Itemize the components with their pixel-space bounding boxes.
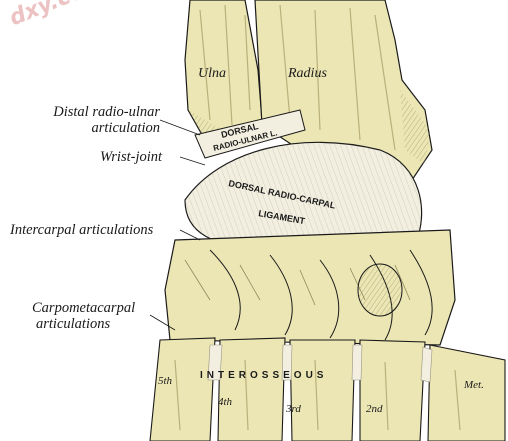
radius-label: Radius bbox=[287, 66, 327, 81]
intercarpal-label: Intercarpal articulations bbox=[10, 222, 154, 238]
carpometacarpal-line2: articulations bbox=[36, 316, 111, 332]
interosseous-label: INTEROSSEOUS bbox=[200, 370, 327, 381]
interosseous-ligaments bbox=[207, 344, 433, 383]
radius-bone bbox=[254, 0, 433, 181]
ulna-label: Ulna bbox=[198, 66, 226, 81]
metacarpal-5-label: 5th bbox=[158, 375, 173, 387]
metacarpal-3-label: 3rd bbox=[285, 403, 301, 415]
distal-radio-ulnar-line2: articulation bbox=[91, 120, 160, 136]
metacarpal-2-label: 2nd bbox=[366, 403, 383, 415]
distal-radio-ulnar-line1: Distal radio-ulnar bbox=[53, 104, 160, 120]
distal-radio-ulnar-label: Distal radio-ulnar articulation bbox=[40, 104, 160, 136]
dorsal-radio-ulnar-ligament bbox=[194, 109, 306, 159]
metacarpal-4-label: 4th bbox=[218, 396, 233, 408]
leader-lines bbox=[149, 119, 206, 331]
carpal-bones bbox=[164, 229, 456, 346]
carpometacarpal-line1: Carpometacarpal bbox=[32, 300, 136, 316]
metacarpal-1-label: Met. bbox=[463, 379, 484, 391]
metacarpals bbox=[149, 337, 506, 441]
dorsal-radio-carpal-ligament bbox=[184, 141, 423, 262]
wrist-joint-label: Wrist-joint bbox=[100, 149, 163, 165]
carpometacarpal-label: Carpometacarpal articulations bbox=[32, 300, 135, 332]
